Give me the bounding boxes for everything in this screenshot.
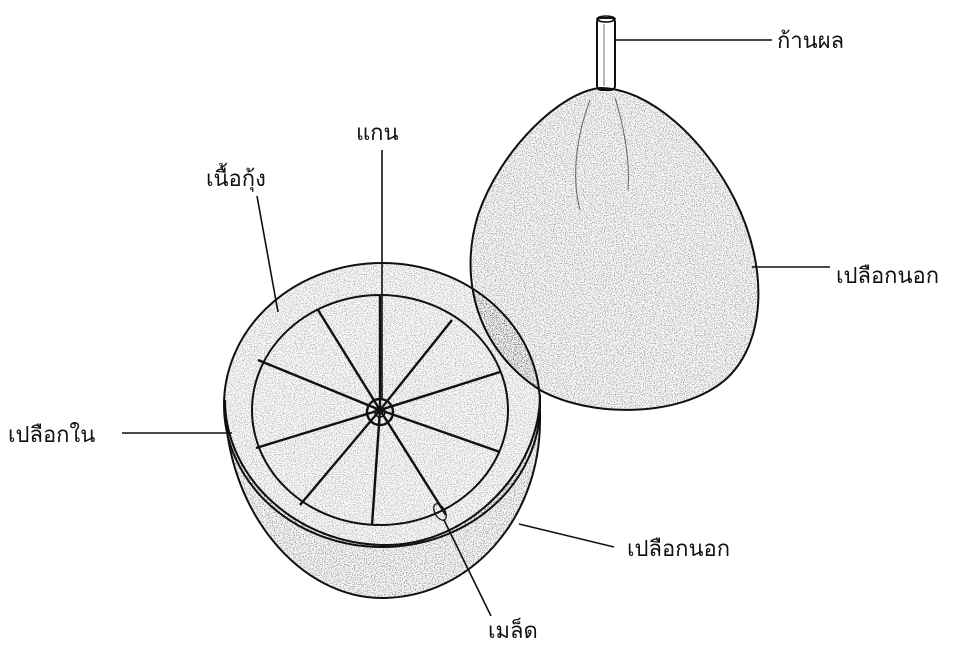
label-stalk: ก้านผล (777, 29, 844, 54)
fruit-stalk (597, 18, 615, 90)
leader-outer-peel-cut (519, 524, 614, 547)
label-outer-peel-cut: เปลือกนอก (627, 537, 730, 562)
label-inner-peel: เปลือกใน (8, 422, 95, 448)
label-pulp: เนื้อกุ้ง (206, 163, 266, 192)
label-core: แกน (356, 121, 399, 146)
leader-pulp (257, 196, 278, 312)
label-outer-peel-whole: เปลือกนอก (836, 264, 939, 289)
label-seed: เมล็ด (488, 616, 538, 644)
